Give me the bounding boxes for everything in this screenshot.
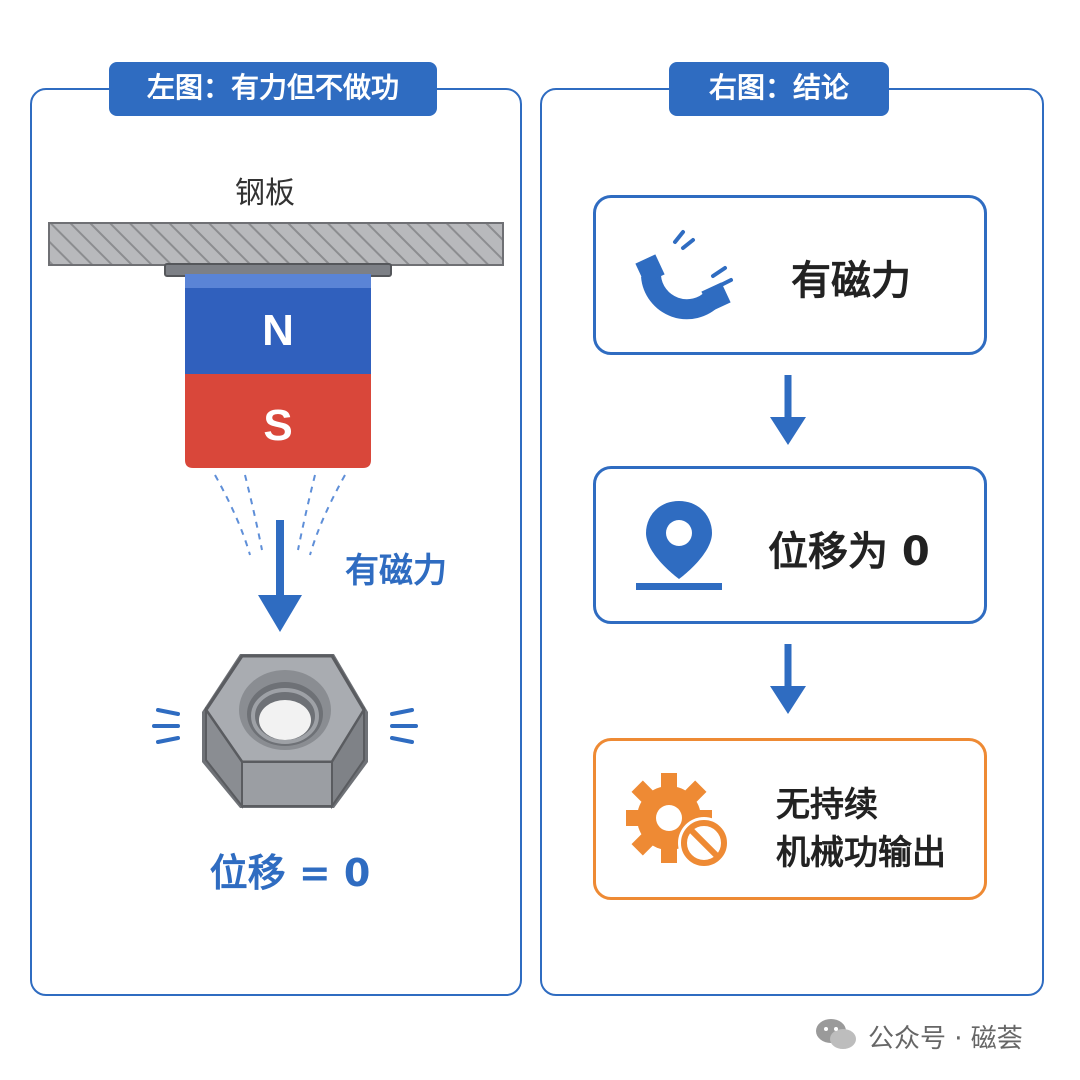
gear-prohibited-icon xyxy=(626,773,730,869)
card-no-work-output: 无持续 机械功输出 xyxy=(593,738,987,900)
magnetic-force-label: 有磁力 xyxy=(345,551,447,591)
down-arrow-icon xyxy=(770,644,806,714)
magnet: N S xyxy=(164,263,392,468)
card-displacement-zero-text: 位移为 0 xyxy=(768,529,930,575)
card-magnetic-force: 有磁力 xyxy=(593,195,987,355)
horseshoe-magnet-icon xyxy=(635,230,733,320)
card-no-work-output-line-1: 无持续 xyxy=(776,785,878,825)
location-pin-icon xyxy=(636,501,722,590)
right-panel-title-badge: 右图：结论 xyxy=(669,62,889,116)
wechat-icon xyxy=(816,1019,856,1049)
magnet-south-label: S xyxy=(263,401,292,450)
magnetic-field-lines xyxy=(214,474,346,632)
force-arrow xyxy=(258,520,302,632)
left-panel-title-badge: 左图：有力但不做功 xyxy=(109,62,437,116)
watermark-text: 公众号 · 磁荟 xyxy=(868,1024,1023,1054)
steel-plate xyxy=(48,222,504,266)
hex-nut-icon xyxy=(152,654,418,810)
card-magnetic-force-text: 有磁力 xyxy=(791,258,911,304)
displacement-label: 位移 = 0 xyxy=(209,851,371,895)
down-arrow-icon xyxy=(770,375,806,445)
card-no-work-output-line-2: 机械功输出 xyxy=(776,833,946,873)
steel-plate-label: 钢板 xyxy=(235,176,295,211)
watermark: 公众号 · 磁荟 xyxy=(814,1012,1054,1056)
card-displacement-zero: 位移为 0 xyxy=(593,466,987,624)
magnet-north-label: N xyxy=(262,306,294,355)
